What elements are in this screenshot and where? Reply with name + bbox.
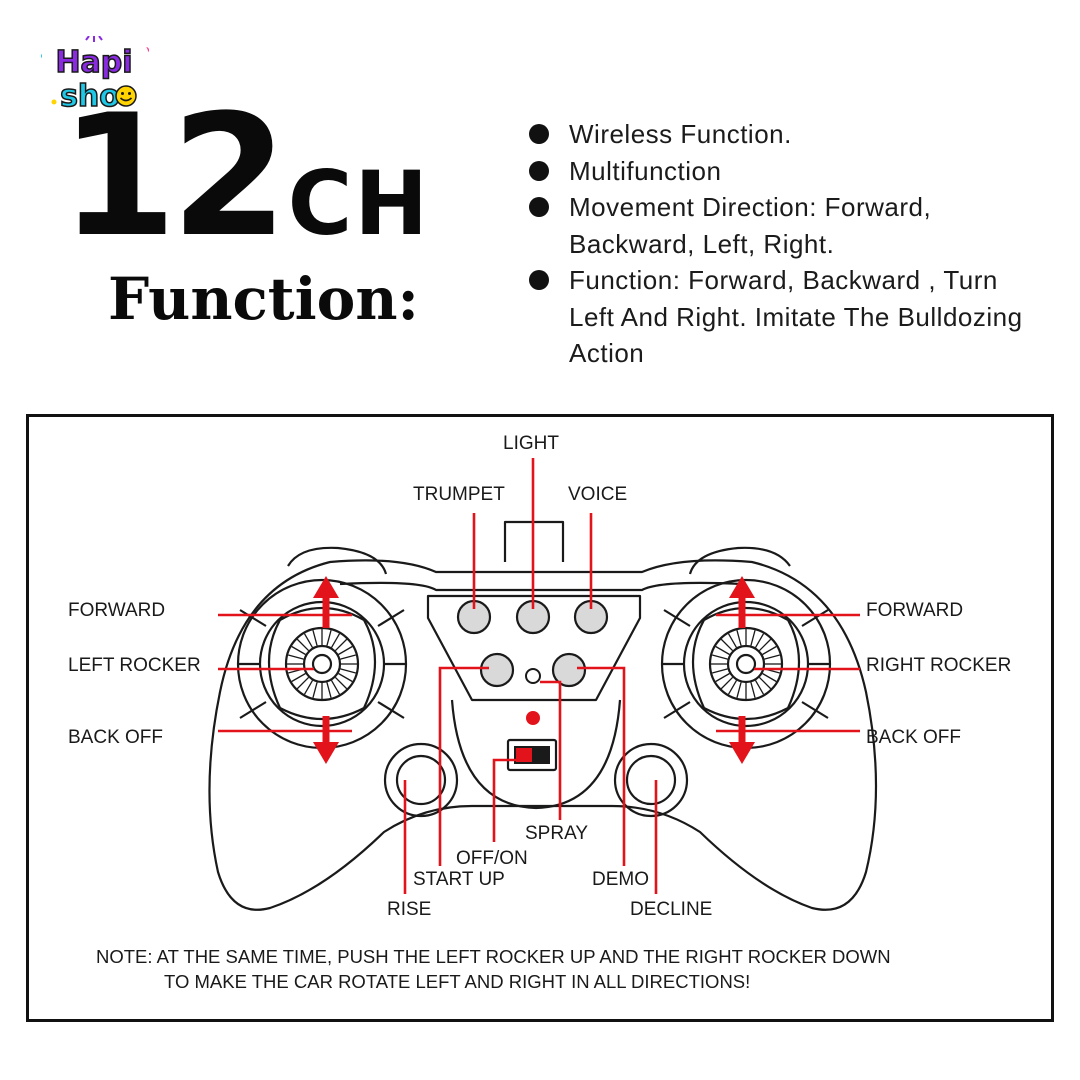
feature-text: Multifunction [569,155,722,186]
label-forward-left: FORWARD [68,600,166,621]
arrow-up-icon [313,576,339,598]
arrow-down-icon [729,742,755,764]
stick-rib [296,676,310,690]
stick-rib [312,630,318,646]
feature-item: Movement Direction: Forward, Backward, L… [528,189,1048,262]
stick-rib [326,682,332,698]
feature-text: Function: Forward, Backward , Turn Left … [569,265,1023,368]
hapisho-logo: Hapi sho [41,36,149,115]
arrow-down-icon [313,742,339,764]
stick-rib [334,638,348,652]
stick-rib [291,672,306,683]
stick-rib [334,676,348,690]
stick-rib [715,645,730,656]
start-up-button[interactable] [479,652,515,688]
title-suffix: CH [287,152,431,255]
stick-rib [727,633,738,648]
callout-lines [218,458,860,894]
stick-rib [750,630,756,646]
demo-button[interactable] [551,652,587,688]
label-off-on: OFF/ON [456,848,528,869]
power-switch-knob[interactable] [516,748,532,762]
function-buttons [456,599,609,688]
stick-rib [736,682,742,698]
bullet-icon [529,160,549,181]
note-line-2: TO MAKE THE CAR ROTATE LEFT AND RIGHT IN… [164,971,751,992]
controller-body [208,520,878,911]
stick-rib [288,654,304,660]
stick-rib [764,654,780,660]
label-rise: RISE [387,899,432,920]
feature-item: Function: Forward, Backward , Turn Left … [528,262,1048,372]
stick-rib [338,645,353,656]
power-indicator-led [526,711,540,725]
stick-rib [720,638,734,652]
note-line-1: NOTE: AT THE SAME TIME, PUSH THE LEFT RO… [96,946,891,967]
stick-rib [758,638,772,652]
bullet-icon [529,197,549,217]
label-trumpet: TRUMPET [413,484,505,505]
stick-rib [712,668,728,674]
title-number: 12 [60,78,288,274]
stick-rib [762,645,777,656]
direction-arrow-icons [313,576,755,764]
stick-rib [303,633,314,648]
feature-item: Wireless Function. [528,116,1048,153]
stick-rib [754,633,765,648]
stick-rib [312,682,318,698]
feature-list: Wireless Function. Multifunction Movemen… [528,116,1048,372]
stick-rib [338,672,353,683]
label-back-off-left: BACK OFF [68,727,164,748]
logo-text-line2: sho [60,79,120,114]
stick-rib [736,630,742,646]
stick-rib [296,638,310,652]
label-back-off-right: BACK OFF [866,727,962,748]
stick-rib [330,633,341,648]
stick-rib [326,630,332,646]
feature-item: Multifunction [528,153,1048,190]
label-voice: VOICE [568,484,628,505]
stick-rib [750,682,756,698]
label-spray: SPRAY [525,823,589,844]
stick-rib [727,680,738,695]
stick-rib [303,680,314,695]
function-subtitle: Function: [108,265,419,333]
stick-rib [720,676,734,690]
stick-rib [340,654,356,660]
label-decline: DECLINE [630,899,713,920]
bullet-icon [529,270,549,290]
bullet-icon [529,124,549,144]
stick-rib [758,676,772,690]
stick-rib [754,680,765,695]
label-light: LIGHT [503,433,559,454]
label-right-rocker: RIGHT ROCKER [866,655,1012,676]
label-demo: DEMO [592,869,649,890]
usage-note: NOTE: AT THE SAME TIME, PUSH THE LEFT RO… [96,944,1016,994]
diagram-frame [26,414,1054,1022]
spray-button[interactable] [525,668,541,684]
stick-rib [762,672,777,683]
stick-rib [715,672,730,683]
feature-text: Movement Direction: Forward, Backward, L… [569,192,932,259]
label-start-up: START UP [413,869,505,890]
stick-rib [712,654,728,660]
feature-text: Wireless Function. [569,119,792,149]
smiley-icon [115,85,137,107]
stick-ribs [287,629,781,699]
label-forward-right: FORWARD [866,600,964,621]
label-left-rocker: LEFT ROCKER [68,655,201,676]
stick-rib [340,668,356,674]
logo-text-line1: Hapi [55,45,132,80]
arrow-up-icon [729,576,755,598]
channel-count-title: 12CH [60,92,430,260]
stick-rib [330,680,341,695]
stick-rib [291,645,306,656]
